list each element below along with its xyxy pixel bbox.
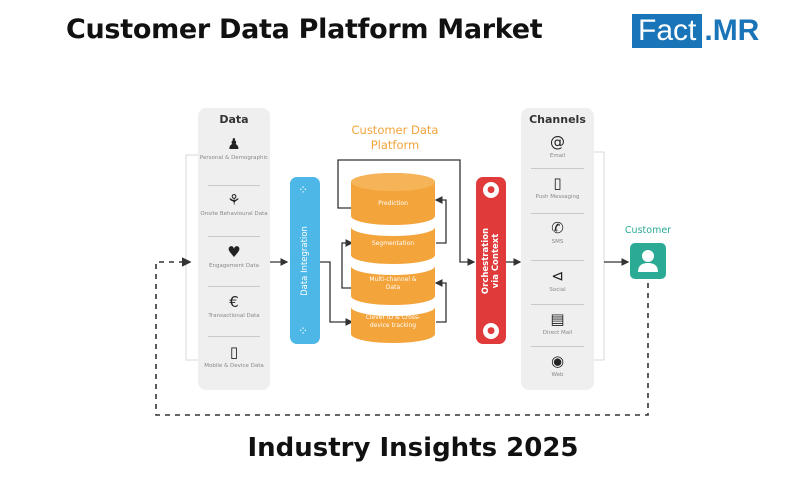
person-circle-icon: ●: [483, 323, 499, 339]
data-panel: Data ♟ Personal & Demographic ⚘ Onsite B…: [198, 108, 270, 390]
cdp-title: Customer Data Platform: [351, 123, 439, 152]
cylinder-layer-clever-id: [351, 307, 435, 343]
cdp-cylinder: [351, 173, 435, 343]
layer-label-multichannel: Multi-channel & Data: [369, 276, 417, 291]
data-integration-bar: ⁘ Data Integration ⁘: [290, 177, 320, 344]
nodes-icon: ⁘: [298, 324, 309, 338]
logo-primary: Fact: [632, 14, 703, 48]
user-icon: [638, 250, 658, 272]
currency-icon: €: [229, 293, 239, 311]
customer-label: Customer: [624, 225, 672, 236]
channel-item-social: ⊲ Social: [521, 268, 594, 294]
divider: [208, 336, 260, 337]
data-integration-label: Data Integration: [300, 225, 310, 296]
page-subtitle: Industry Insights 2025: [247, 433, 579, 463]
web-icon: ◉: [550, 352, 565, 370]
divider: [531, 346, 584, 347]
channels-panel-title: Channels: [529, 113, 586, 126]
mobile-icon: ▯: [229, 343, 239, 361]
feedback-loop-line: [155, 257, 649, 416]
head-icon: ⚘: [227, 191, 241, 209]
data-item-mobile-device: ▯ Mobile & Device Data: [198, 344, 270, 370]
channel-item-email: @ Email: [521, 134, 594, 160]
divider: [531, 304, 584, 305]
channel-item-push: ▯ Push Messaging: [521, 175, 594, 201]
channel-item-sms: ✆ SMS: [521, 220, 594, 246]
at-icon: @: [550, 133, 565, 151]
channels-panel: Channels @ Email ▯ Push Messaging ✆ SMS …: [521, 108, 594, 390]
logo-secondary: .MR: [704, 14, 760, 47]
data-panel-title: Data: [219, 113, 249, 126]
divider: [208, 236, 260, 237]
sms-icon: ✆: [551, 219, 564, 237]
share-icon: ⊲: [551, 267, 564, 285]
person-circle-icon: ●: [483, 182, 499, 198]
nodes-icon: ⁘: [298, 183, 309, 197]
layer-label-clever-id: Clever ID & Cross- device tracking: [365, 314, 421, 329]
divider: [531, 213, 584, 214]
data-item-engagement: ♥ Engagement Data: [198, 244, 270, 270]
data-item-transactional: € Transactional Data: [198, 294, 270, 320]
person-icon: ♟: [227, 135, 241, 153]
phone-icon: ▯: [553, 174, 562, 192]
cylinder-layer-segmentation: [351, 227, 435, 264]
factmr-logo: Fact .MR: [632, 14, 759, 48]
page-title: Customer Data Platform Market: [66, 14, 543, 45]
data-item-onsite-behavioural: ⚘ Onsite Behavioural Data: [198, 192, 270, 218]
channel-item-web: ◉ Web: [521, 353, 594, 379]
divider: [531, 260, 584, 261]
cylinder-layer-multichannel: [351, 266, 435, 305]
mail-icon: ▤: [550, 310, 565, 328]
heart-icon: ♥: [227, 243, 241, 261]
channel-item-direct-mail: ▤ Direct Mail: [521, 311, 594, 337]
divider: [208, 185, 260, 186]
cylinder-layer-prediction: [351, 182, 435, 225]
divider: [208, 286, 260, 287]
orchestration-label: Orchestration via Context: [481, 227, 501, 294]
orchestration-bar: ● Orchestration via Context ●: [476, 177, 506, 344]
divider: [531, 168, 584, 169]
data-item-personal: ♟ Personal & Demographic: [199, 135, 269, 162]
customer-node: [630, 243, 666, 279]
